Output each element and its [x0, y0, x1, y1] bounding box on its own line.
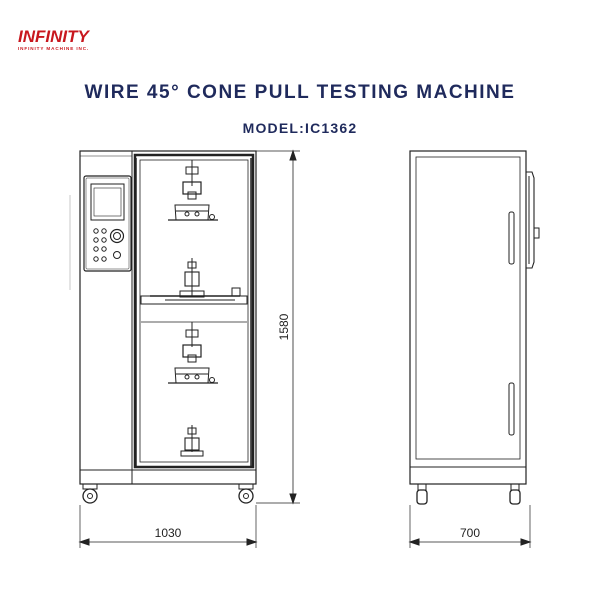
height-dimension-line	[256, 149, 300, 505]
panel-button	[101, 228, 107, 234]
panel-button	[93, 237, 99, 243]
side-handle-upper	[508, 211, 515, 265]
side-handle-lower	[508, 382, 515, 436]
front-view	[69, 150, 257, 504]
front-caster-right	[238, 483, 254, 504]
front-cabinet-outline	[79, 150, 257, 485]
front-caster-left	[82, 483, 98, 504]
panel-button	[101, 237, 107, 243]
panel-button	[101, 256, 107, 262]
panel-button	[93, 246, 99, 252]
model-number: MODEL:IC1362	[242, 120, 358, 136]
emergency-stop-icon	[109, 228, 125, 244]
logo-tagline: INFINITY MACHINE INC.	[18, 46, 90, 51]
side-depth-label: 700	[460, 526, 480, 540]
side-control-box	[526, 171, 535, 269]
logo-brand: INFINITY	[18, 27, 89, 46]
side-caster-right	[509, 483, 521, 505]
panel-button	[93, 228, 99, 234]
height-label: 1580	[277, 313, 291, 340]
side-view	[409, 150, 540, 505]
front-width-dimension-line	[78, 505, 258, 548]
upper-clamp-fixture	[168, 160, 218, 221]
side-cabinet-outline	[409, 150, 527, 485]
panel-button	[101, 246, 107, 252]
control-panel	[83, 175, 132, 272]
company-logo: INFINITY INFINITY MACHINE INC.	[18, 28, 89, 51]
glass-door	[133, 153, 255, 469]
front-base	[79, 469, 257, 485]
diagram-title: WIRE 45° CONE PULL TESTING MACHINE	[84, 82, 516, 103]
front-width-label: 1030	[155, 526, 182, 540]
side-base	[409, 466, 527, 485]
panel-knob	[113, 251, 121, 259]
touch-screen	[90, 183, 125, 221]
panel-button	[93, 256, 99, 262]
bottom-clamp-fixture	[180, 425, 204, 457]
lower-clamp-fixture	[168, 322, 218, 384]
side-depth-dimension-line	[408, 505, 532, 548]
middle-clamp-fixture	[150, 258, 241, 301]
side-caster-left	[416, 483, 428, 505]
